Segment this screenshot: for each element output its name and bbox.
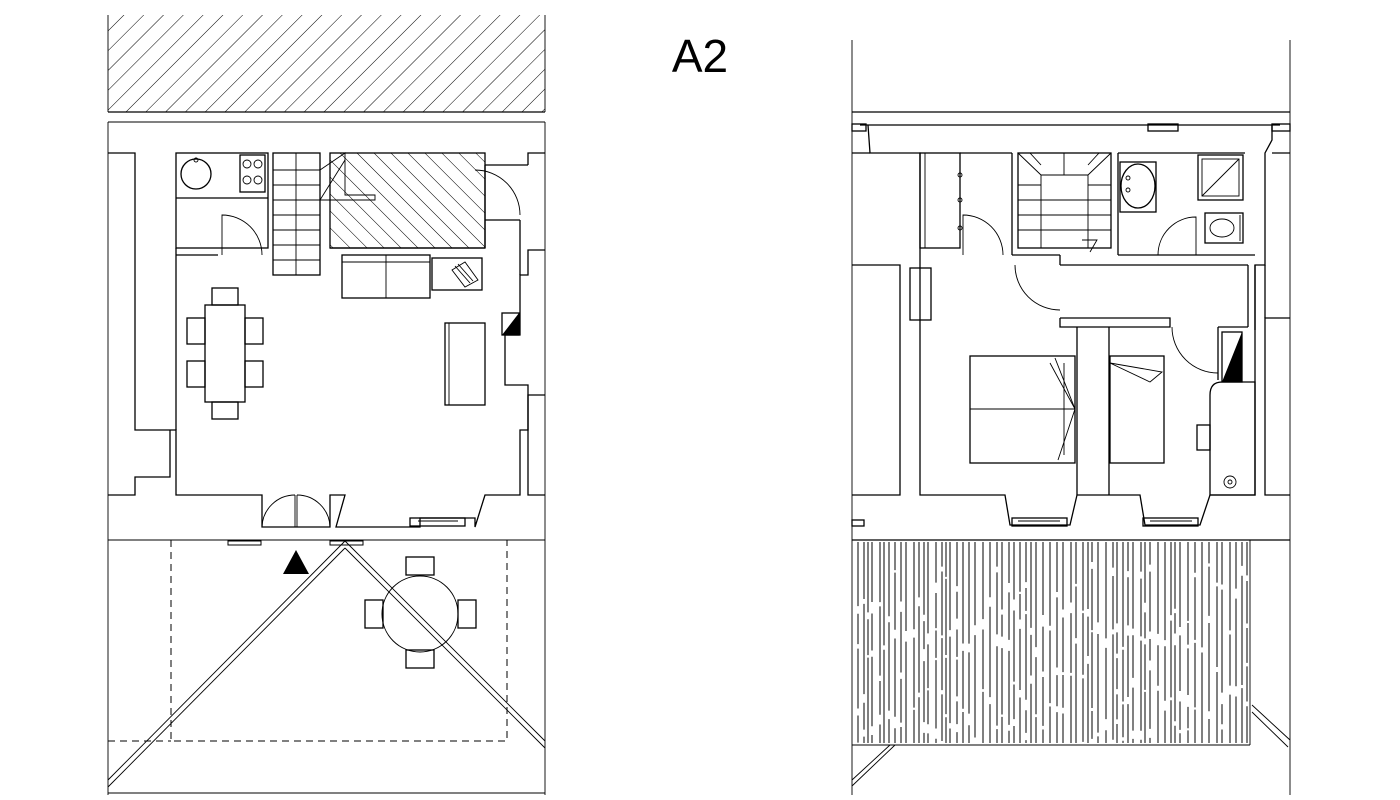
kitchen-door-swing — [221, 214, 263, 256]
wardrobe-icon — [919, 152, 961, 249]
door-swing — [1171, 326, 1219, 374]
ground-floor-plan — [107, 15, 546, 795]
french-door-left — [261, 494, 296, 528]
stove-icon — [502, 313, 519, 335]
round-table-icon — [364, 556, 477, 669]
toilet-icon — [1204, 212, 1244, 244]
french-door-right — [296, 494, 331, 528]
bath-icon — [1196, 381, 1256, 496]
entrance-arrow-icon — [283, 550, 309, 574]
decking-texture — [857, 542, 1248, 743]
hatched-boundary — [108, 15, 545, 112]
sofa-icon — [341, 254, 483, 299]
door-swing — [474, 169, 521, 216]
terrace-boundary — [170, 540, 508, 742]
sink-icon — [180, 158, 212, 190]
stair-icon — [1017, 152, 1112, 253]
hob-icon — [239, 154, 266, 193]
sideboard — [444, 322, 486, 406]
single-bed-icon — [1109, 355, 1165, 464]
hatched-storage — [330, 153, 485, 248]
door-swing — [1014, 264, 1061, 311]
first-floor-plan — [851, 40, 1291, 795]
washbasin-icon — [1119, 161, 1157, 213]
dining-table-icon — [186, 287, 264, 420]
pergola-lines — [107, 540, 546, 788]
double-bed-icon — [969, 355, 1076, 464]
shower-icon — [1197, 154, 1244, 201]
sheet-title: A2 — [672, 30, 728, 82]
stove-icon — [1222, 332, 1242, 382]
